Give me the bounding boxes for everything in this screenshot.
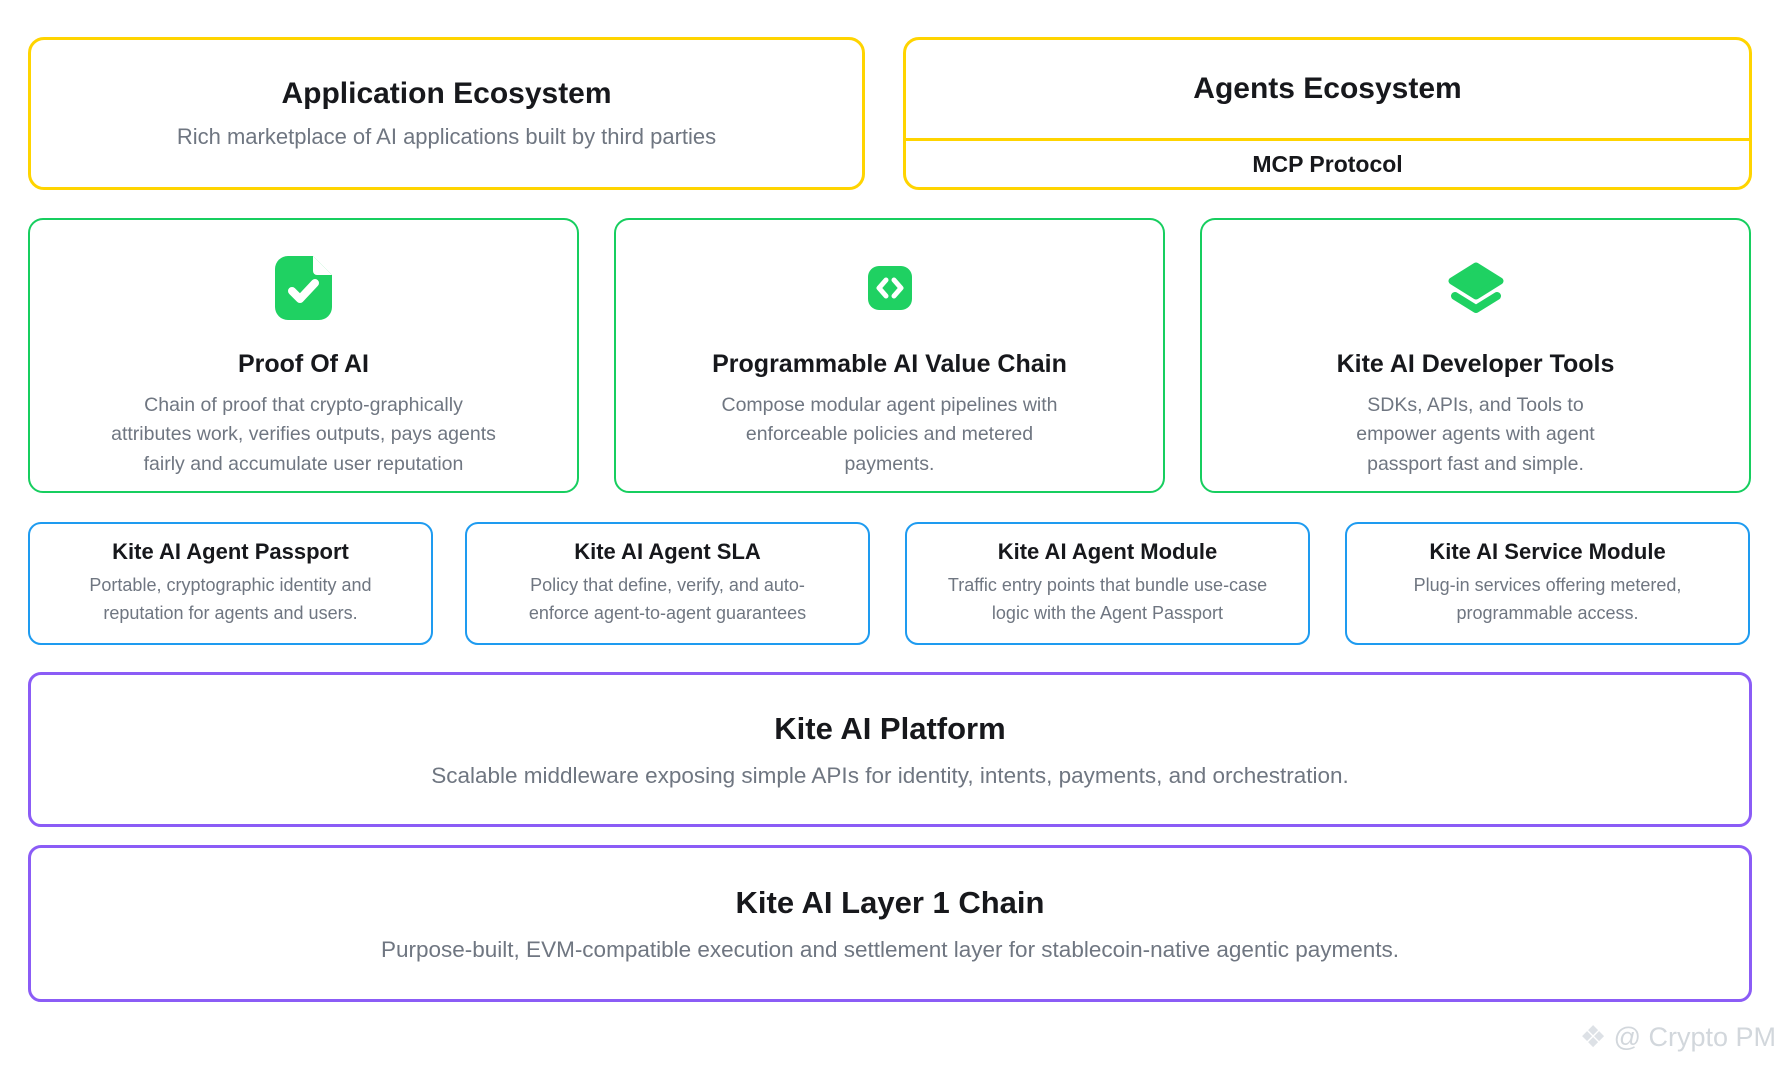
feature-title: Programmable AI Value Chain <box>712 350 1067 378</box>
module-body: Policy that define, verify, and auto- en… <box>528 575 807 623</box>
chain-subtitle: Purpose-built, EVM-compatible execution … <box>380 936 1400 962</box>
module-body: Portable, cryptographic identity and rep… <box>89 575 372 623</box>
agents-ecosystem-card: Agents Ecosystem MCP Protocol <box>903 37 1752 190</box>
watermark: ❖ @ Crypto PM <box>1580 1022 1776 1053</box>
platform-subtitle: Scalable middleware exposing simple APIs… <box>431 762 1349 788</box>
watermark-text: @ Crypto PM <box>1613 1022 1776 1052</box>
code-brackets-icon <box>867 254 912 322</box>
module-body: Traffic entry points that bundle use-cas… <box>947 575 1268 623</box>
chain-title: Kite AI Layer 1 Chain <box>735 884 1045 920</box>
card-kite-ai-developer-tools: Kite AI Developer Tools SDKs, APIs, and … <box>1200 218 1751 493</box>
card-kite-ai-platform: Kite AI Platform Scalable middleware exp… <box>28 672 1752 827</box>
card-programmable-ai-value-chain: Programmable AI Value Chain Compose modu… <box>614 218 1165 493</box>
module-title: Kite AI Service Module <box>1429 539 1666 565</box>
application-ecosystem-card: Application Ecosystem Rich marketplace o… <box>28 37 865 190</box>
card-proof-of-ai: Proof Of AI Chain of proof that crypto-g… <box>28 218 579 493</box>
card-kite-ai-service-module: Kite AI Service Module Plug-in services … <box>1345 522 1750 645</box>
card-kite-ai-agent-passport: Kite AI Agent Passport Portable, cryptog… <box>28 522 433 645</box>
file-check-icon <box>275 254 332 322</box>
application-ecosystem-title: Application Ecosystem <box>281 76 612 110</box>
feature-title: Kite AI Developer Tools <box>1336 350 1615 378</box>
feature-body: Chain of proof that crypto-graphically a… <box>111 394 496 475</box>
module-title: Kite AI Agent Module <box>997 539 1218 565</box>
module-body: Plug-in services offering metered, progr… <box>1413 575 1682 623</box>
application-ecosystem-subtitle: Rich marketplace of AI applications buil… <box>176 124 717 150</box>
agents-ecosystem-title: Agents Ecosystem <box>1193 71 1462 105</box>
card-kite-ai-layer1-chain: Kite AI Layer 1 Chain Purpose-built, EVM… <box>28 845 1752 1002</box>
feature-title: Proof Of AI <box>237 350 369 378</box>
diamond-logo-icon: ❖ <box>1579 1020 1607 1054</box>
module-title: Kite AI Agent Passport <box>112 539 349 565</box>
feature-body: SDKs, APIs, and Tools to empower agents … <box>1356 394 1595 475</box>
platform-title: Kite AI Platform <box>774 710 1006 746</box>
agents-ecosystem-divider <box>906 138 1749 141</box>
feature-body: Compose modular agent pipelines with enf… <box>721 394 1058 475</box>
card-kite-ai-agent-sla: Kite AI Agent SLA Policy that define, ve… <box>465 522 870 645</box>
module-title: Kite AI Agent SLA <box>574 539 761 565</box>
card-kite-ai-agent-module: Kite AI Agent Module Traffic entry point… <box>905 522 1310 645</box>
layers-icon <box>1448 254 1504 322</box>
mcp-protocol-label: MCP Protocol <box>1252 150 1403 177</box>
